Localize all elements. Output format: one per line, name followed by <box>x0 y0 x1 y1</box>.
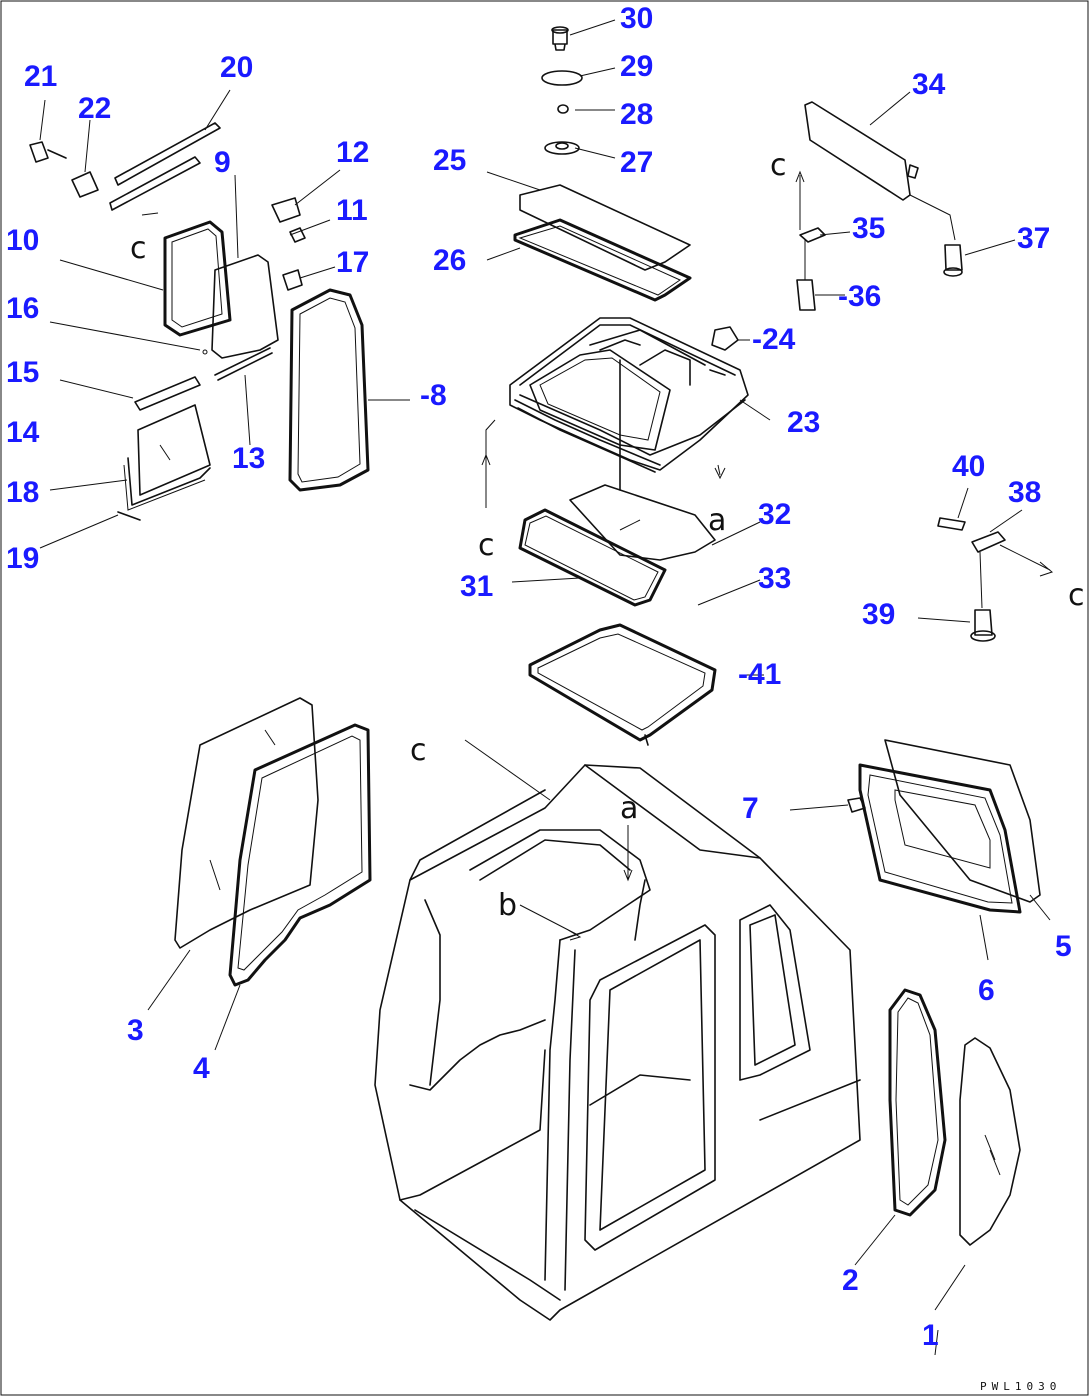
callout-19: 19 <box>6 542 39 575</box>
frame-10 <box>163 220 232 337</box>
callout-4: 4 <box>193 1052 210 1085</box>
callout-40: 40 <box>952 450 985 483</box>
seal-41 <box>528 623 717 746</box>
seal-26 <box>513 218 692 302</box>
callout-14: 14 <box>6 416 40 449</box>
callout-38: 38 <box>1008 476 1041 509</box>
cab-frame <box>374 764 861 1321</box>
callout-28: 28 <box>620 98 653 131</box>
callout-41: -41 <box>738 658 781 691</box>
callout-2: 2 <box>842 1264 859 1297</box>
hatch-25 <box>519 184 691 271</box>
roof-23 <box>509 317 749 491</box>
callout-5: 5 <box>1055 930 1072 963</box>
callout-25: 25 <box>433 144 466 177</box>
fasteners-27-30 <box>541 26 583 155</box>
liner-32 <box>569 484 716 561</box>
callout-15: 15 <box>6 356 39 389</box>
rail-20-22-21 <box>29 122 221 216</box>
ref-letter-c: c <box>770 148 787 183</box>
frame-31 <box>518 508 667 607</box>
callout-13: 13 <box>232 442 265 475</box>
callout-6: 6 <box>978 974 995 1007</box>
callout-23: 23 <box>787 406 820 439</box>
ref-letter-c: c <box>478 528 495 563</box>
window-14-15-18-19 <box>117 376 211 521</box>
callout-30: 30 <box>620 2 653 35</box>
hinge-38-39-40 <box>937 517 1006 642</box>
callout-32: 32 <box>758 498 791 531</box>
ref-letter-c: c <box>410 733 427 768</box>
callout-11: 11 <box>336 194 368 227</box>
bracket-35-36-37 <box>711 227 963 351</box>
callout-20: 20 <box>220 51 253 84</box>
callout-7: 7 <box>742 792 759 825</box>
callout-37: 37 <box>1017 222 1050 255</box>
glass-5 <box>884 739 1041 903</box>
callout-12: 12 <box>336 136 369 169</box>
sunvisor-34 <box>804 101 956 241</box>
callout-labels: 1 2 3 4 5 6 7 -8 9 10 11 12 13 14 15 16 … <box>6 2 1072 1352</box>
drawing-code: PWL1030 <box>980 1380 1061 1393</box>
ref-letter-a: a <box>708 503 726 538</box>
callout-31: 31 <box>460 570 493 603</box>
callout-33: 33 <box>758 562 791 595</box>
callout-22: 22 <box>78 92 111 125</box>
callout-26: 26 <box>433 244 466 277</box>
callout-24: -24 <box>752 323 796 356</box>
glass-9 <box>211 254 279 359</box>
callout-29: 29 <box>620 50 653 83</box>
callout-21: 21 <box>24 60 57 93</box>
glass-3 <box>174 697 319 949</box>
leader-lines <box>39 19 1051 1356</box>
glass-1 <box>959 1037 1021 1246</box>
callout-34: 34 <box>912 68 946 101</box>
ref-letter-b: b <box>498 888 517 923</box>
ref-letter-c: c <box>1068 578 1085 613</box>
ref-letter-c: c <box>130 231 147 266</box>
callout-36: -36 <box>838 280 881 313</box>
seal-4 <box>228 723 372 987</box>
callout-16: 16 <box>6 292 39 325</box>
callout-18: 18 <box>6 476 39 509</box>
callout-3: 3 <box>127 1014 144 1047</box>
callout-17: 17 <box>336 246 369 279</box>
seal-2 <box>888 988 947 1217</box>
callout-27: 27 <box>620 146 653 179</box>
callout-1: 1 <box>922 1319 939 1352</box>
small-parts-11-12-13-16-17 <box>202 197 306 381</box>
callout-35: 35 <box>852 212 885 245</box>
callout-8: -8 <box>420 379 447 412</box>
callout-10: 10 <box>6 224 39 257</box>
seal-8 <box>288 288 370 492</box>
reference-arrows <box>464 170 1054 941</box>
reference-letters: c c c c c a a b <box>130 148 1085 923</box>
ref-letter-a: a <box>620 791 638 826</box>
callout-9: 9 <box>214 146 231 179</box>
callout-39: 39 <box>862 598 895 631</box>
seal-6 <box>847 763 1022 914</box>
